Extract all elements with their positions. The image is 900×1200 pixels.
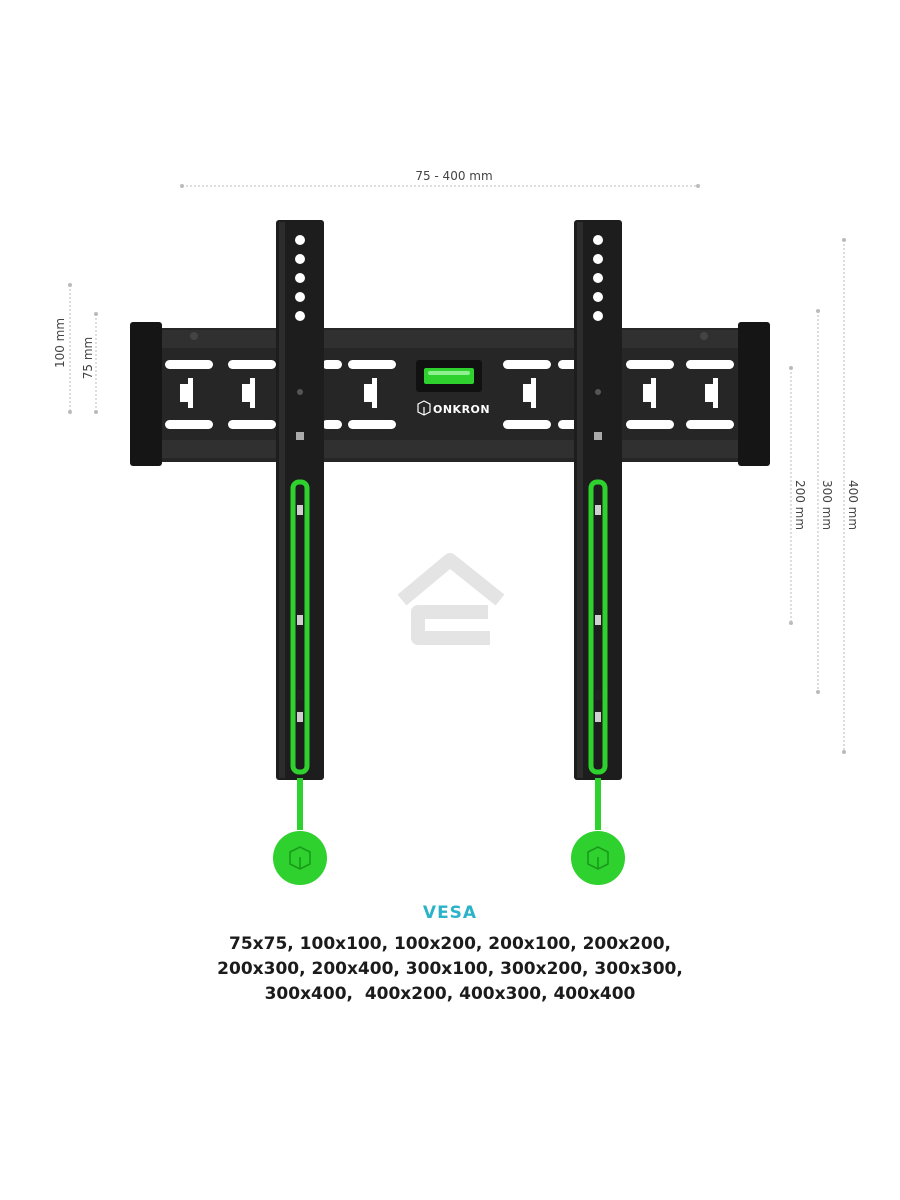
screw-icon xyxy=(700,332,708,340)
vesa-pattern-line: 75x75, 100x100, 100x200, 200x100, 200x20… xyxy=(229,934,671,954)
brand-logo-icon xyxy=(587,846,609,870)
right-safety-strap xyxy=(588,479,608,775)
left-dimension-inner-label: 75 mm xyxy=(81,337,95,379)
vesa-patterns: 75x75, 100x100, 100x200, 200x100, 200x20… xyxy=(0,932,900,1007)
vesa-pattern-line: 200x300, 200x400, 300x100, 300x200, 300x… xyxy=(217,959,683,979)
right-bracket-arm xyxy=(574,220,622,830)
left-safety-strap xyxy=(290,479,310,775)
vesa-title: VESA xyxy=(422,903,478,923)
brand-name: ONKRON xyxy=(433,403,490,416)
screw-icon xyxy=(190,332,198,340)
right-dimension-300-label: 300 mm xyxy=(820,480,834,530)
right-dimension-300: 300 mm xyxy=(816,309,834,694)
right-dimension-400-label: 400 mm xyxy=(846,480,860,530)
left-pull-tab xyxy=(273,831,327,885)
left-end-cap xyxy=(130,322,162,466)
vesa-pattern-line: 300x400, 400x200, 400x300, 400x400 xyxy=(264,984,636,1004)
right-end-cap xyxy=(738,322,770,466)
left-bracket-arm xyxy=(276,220,324,830)
wall-plate: ONKRON xyxy=(130,322,770,466)
right-arm-holes xyxy=(593,235,603,321)
brand-logo-icon xyxy=(417,400,431,416)
width-dimension-label: 75 - 400 mm xyxy=(415,169,492,183)
right-dimension-200: 200 mm xyxy=(789,366,807,625)
brand-logo-icon xyxy=(289,846,311,870)
right-dimension-200-label: 200 mm xyxy=(793,480,807,530)
left-arm-holes xyxy=(295,235,305,321)
left-dimension-inner: 75 mm xyxy=(81,312,98,414)
watermark-logo xyxy=(397,553,505,645)
right-pull-tab xyxy=(571,831,625,885)
width-dimension: 75 - 400 mm xyxy=(180,169,700,188)
left-dimension-outer: 100 mm xyxy=(53,283,72,414)
left-dimension-outer-label: 100 mm xyxy=(53,318,67,368)
bubble-level-vial xyxy=(424,368,474,384)
plate-slots xyxy=(165,360,734,429)
right-dimension-400: 400 mm xyxy=(842,238,860,754)
